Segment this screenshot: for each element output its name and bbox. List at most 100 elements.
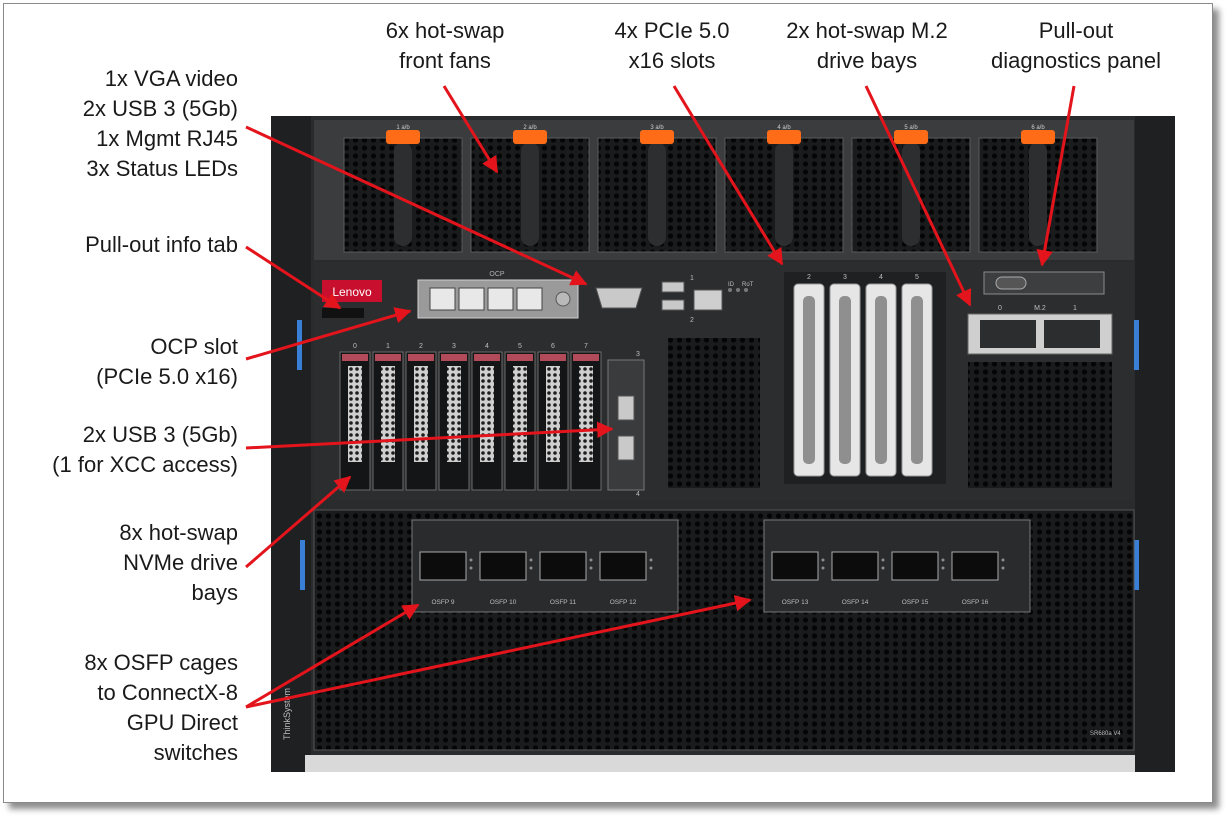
drive-release-latch[interactable] — [573, 354, 599, 361]
m2-bay-0[interactable] — [980, 320, 1036, 348]
drive-vent — [381, 366, 395, 462]
osfp-cage[interactable]: OSFP 14 — [831, 551, 885, 606]
nvme-drive-bay[interactable]: 3 — [438, 343, 470, 491]
nvme-drive-bay[interactable]: 2 — [405, 343, 437, 491]
osfp-cage[interactable]: OSFP 12 — [599, 551, 653, 606]
ocp-port[interactable] — [429, 287, 456, 311]
osfp-cage[interactable]: OSFP 11 — [539, 551, 593, 606]
label-line: 6x hot-swap — [385, 18, 505, 43]
drive-bay-number: 4 — [485, 343, 489, 350]
drive-release-latch[interactable] — [375, 354, 401, 361]
nvme-drive-bay[interactable]: 0 — [339, 343, 371, 491]
nvme-drive-bay[interactable]: 7 — [570, 343, 602, 491]
osfp-cage[interactable]: OSFP 15 — [891, 551, 945, 606]
fan-handle[interactable] — [1029, 142, 1047, 246]
osfp-cage[interactable]: OSFP 13 — [771, 551, 825, 606]
drive-release-latch[interactable] — [474, 354, 500, 361]
fan-handle[interactable] — [521, 142, 539, 246]
arrow-m2-bays — [864, 85, 972, 307]
led-id-label: ID — [728, 282, 735, 288]
right-latch-accent-lower — [1134, 540, 1139, 590]
diagnostics-pull-handle[interactable] — [995, 276, 1027, 290]
usb-port-top-1[interactable] — [661, 281, 685, 293]
label-line: 2x USB 3 (5Gb) — [82, 422, 238, 447]
fan-release-tab[interactable] — [640, 130, 674, 144]
osfp-port[interactable] — [599, 551, 647, 581]
osfp-port[interactable] — [891, 551, 939, 581]
ocp-port[interactable] — [516, 287, 543, 311]
fan-module[interactable]: 2 a/b — [470, 125, 590, 253]
drive-release-latch[interactable] — [507, 354, 533, 361]
mgmt-rj45-port[interactable] — [693, 289, 723, 311]
osfp-cage[interactable]: OSFP 9 — [419, 551, 473, 606]
ocp-port[interactable] — [458, 287, 485, 311]
nvme-drive-bay[interactable]: 1 — [372, 343, 404, 491]
label-line: Pull-out — [1038, 18, 1114, 43]
fan-release-tab[interactable] — [513, 130, 547, 144]
fan-release-tab[interactable] — [767, 130, 801, 144]
arrow-ocp-slot — [245, 307, 412, 361]
osfp-cage[interactable]: OSFP 10 — [479, 551, 533, 606]
pcie-slot[interactable]: 4 — [865, 274, 897, 477]
osfp-port[interactable] — [831, 551, 879, 581]
fan-module[interactable]: 5 a/b — [851, 125, 971, 253]
status-led — [736, 288, 740, 292]
label-line: 8x hot-swap — [119, 520, 238, 545]
pcie-slot[interactable]: 5 — [901, 274, 933, 477]
label-line: 2x hot-swap M.2 — [786, 18, 948, 43]
usb-port-3[interactable] — [617, 395, 635, 421]
drive-bay-number: 3 — [452, 343, 456, 350]
pcie-slot-number: 4 — [879, 274, 883, 281]
drive-release-latch[interactable] — [408, 354, 434, 361]
osfp-port[interactable] — [419, 551, 467, 581]
drive-release-latch[interactable] — [342, 354, 368, 361]
fan-module[interactable]: 4 a/b — [724, 125, 844, 253]
drive-vent — [348, 366, 362, 462]
pcie-slot[interactable]: 3 — [829, 274, 861, 477]
arrow-diagnostics — [1036, 85, 1076, 267]
drive-release-latch[interactable] — [540, 354, 566, 361]
osfp-port[interactable] — [951, 551, 999, 581]
drive-vent — [414, 366, 428, 462]
side-brand-label: ThinkSystem — [282, 688, 292, 740]
pcie-slot-slit — [875, 296, 887, 464]
fan-handle[interactable] — [648, 142, 666, 246]
osfp-port[interactable] — [771, 551, 819, 581]
nvme-drive-bay[interactable]: 6 — [537, 343, 569, 491]
usb-port-4[interactable] — [617, 435, 635, 461]
label-front-fans: 6x hot-swap front fans — [340, 16, 550, 76]
fan-label: 3 a/b — [650, 125, 664, 131]
arrow-usb-ports — [245, 421, 614, 450]
drive-vent — [447, 366, 461, 462]
osfp-led — [469, 558, 473, 562]
fan-handle[interactable] — [394, 142, 412, 246]
nvme-drive-bay[interactable]: 5 — [504, 343, 536, 491]
fan-module[interactable]: 1 a/b — [343, 125, 463, 253]
label-info-tab: Pull-out info tab — [10, 230, 238, 260]
usb-port-top-2[interactable] — [661, 299, 685, 311]
fan-release-tab[interactable] — [894, 130, 928, 144]
usb-top-1-number: 1 — [690, 275, 694, 282]
pcie-slot[interactable]: 2 — [793, 274, 825, 477]
drive-release-latch[interactable] — [441, 354, 467, 361]
fan-release-tab[interactable] — [1021, 130, 1055, 144]
fan-module[interactable]: 6 a/b — [978, 125, 1098, 253]
status-led — [728, 288, 732, 292]
osfp-port[interactable] — [479, 551, 527, 581]
label-line: 8x OSFP cages — [84, 650, 238, 675]
osfp-cage[interactable]: OSFP 16 — [951, 551, 1005, 606]
drive-bay-number: 6 — [551, 343, 555, 350]
fan-handle[interactable] — [775, 142, 793, 246]
ocp-thumbscrew[interactable] — [555, 291, 571, 307]
m2-bay-1[interactable] — [1044, 320, 1100, 348]
fan-module[interactable]: 3 a/b — [597, 125, 717, 253]
vga-port[interactable] — [595, 287, 643, 309]
info-tab[interactable] — [322, 308, 364, 318]
ocp-port[interactable] — [487, 287, 514, 311]
osfp-led — [589, 558, 593, 562]
fan-release-tab[interactable] — [386, 130, 420, 144]
osfp-port[interactable] — [539, 551, 587, 581]
nvme-drive-bay[interactable]: 4 — [471, 343, 503, 491]
